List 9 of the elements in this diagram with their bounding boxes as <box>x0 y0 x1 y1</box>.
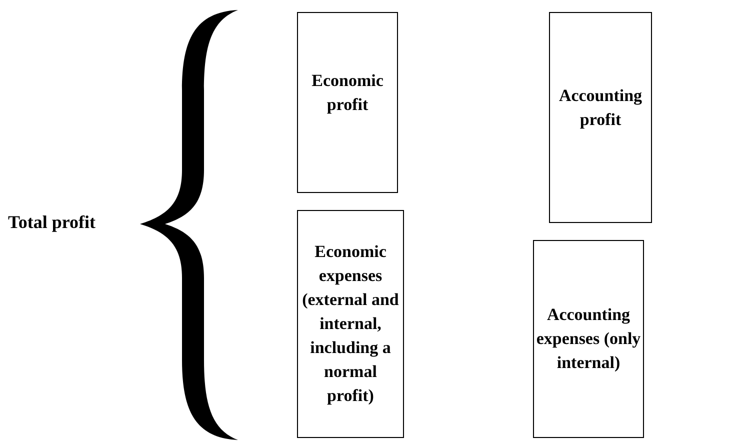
box-text: Accounting expenses (only internal) <box>535 304 642 374</box>
text-box <box>297 210 404 438</box>
box-text: Economic expenses (external and internal, including a normal profit) <box>301 241 400 407</box>
label-text: Total profit <box>8 212 96 233</box>
box-text: Economic profit <box>310 70 384 116</box>
text-box <box>549 12 652 223</box>
text-box <box>533 240 644 438</box>
box-text: Accounting profit <box>558 84 644 131</box>
text-box <box>297 12 398 193</box>
